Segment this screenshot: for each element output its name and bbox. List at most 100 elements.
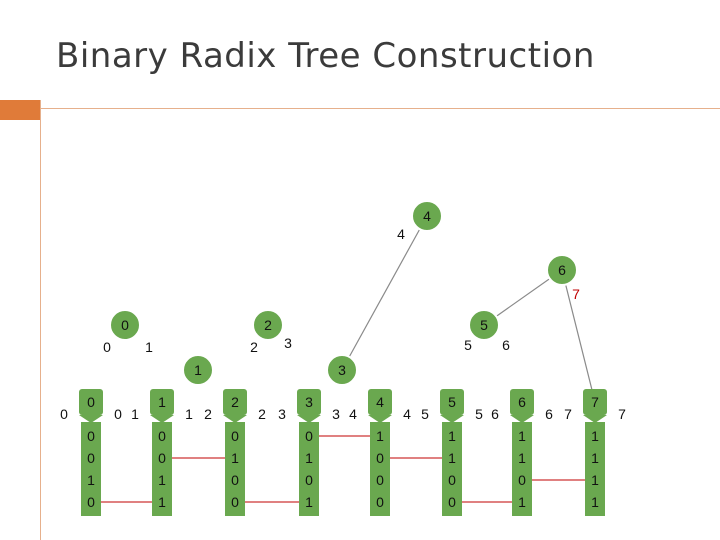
leaf-bit: 0 — [158, 428, 166, 444]
leaf-key-label: 5 — [448, 394, 456, 410]
leaf-bit: 1 — [518, 494, 526, 510]
leaf-bit: 0 — [158, 450, 166, 466]
leaf-key-label: 0 — [87, 394, 95, 410]
tree-edge — [561, 269, 596, 403]
leaf-key-label: 4 — [376, 394, 384, 410]
leaf-key-box — [368, 389, 392, 415]
leaf-bit: 1 — [518, 428, 526, 444]
leaf-range-right: 3 — [332, 406, 340, 422]
leaf-bit: 1 — [448, 428, 456, 444]
leaf-bit: 0 — [87, 450, 95, 466]
leaf-bit: 1 — [591, 494, 599, 510]
leaf-bit: 1 — [158, 472, 166, 488]
leaf-key-pointer — [223, 415, 247, 423]
internal-node-5 — [468, 309, 500, 341]
leaf-links-layer — [101, 435, 585, 503]
leaf-key-pointer — [150, 415, 174, 423]
leaf-key-label: 1 — [158, 394, 166, 410]
leaf-key-box — [583, 389, 607, 415]
leaf-bit-column — [225, 422, 245, 516]
leaf-range-right: 0 — [114, 406, 122, 422]
leaf-bit: 0 — [87, 494, 95, 510]
internal-node-key: 5 — [480, 317, 488, 333]
internal-node-key: 3 — [338, 362, 346, 378]
leaf-bit: 0 — [376, 494, 384, 510]
left-vertical-rule — [40, 100, 41, 540]
leaf-range-right: 1 — [185, 406, 193, 422]
leaf-bit: 0 — [448, 472, 456, 488]
internal-node-key: 1 — [194, 362, 202, 378]
leaf-range-left: 3 — [278, 406, 286, 422]
node-range-right: 7 — [572, 286, 580, 302]
tree-edge — [341, 215, 428, 371]
leaf-key-box — [440, 389, 464, 415]
leaf-key-box — [79, 389, 103, 415]
leaf-range-right: 7 — [618, 406, 626, 422]
node-range-right: 1 — [145, 339, 153, 355]
leaf-range-left: 0 — [60, 406, 68, 422]
leaf-range-left: 6 — [491, 406, 499, 422]
title-accent-bar — [0, 100, 40, 120]
internal-node-4 — [411, 200, 443, 232]
node-range-left: 2 — [250, 339, 258, 355]
leaf-bit: 1 — [591, 450, 599, 466]
leaf-key-label: 6 — [518, 394, 526, 410]
leaf-range-right: 6 — [545, 406, 553, 422]
leaf-bit: 0 — [231, 472, 239, 488]
leaf-range-left: 2 — [204, 406, 212, 422]
leaf-bit: 0 — [376, 450, 384, 466]
leaf-range-right: 4 — [403, 406, 411, 422]
leaf-key-box — [510, 389, 534, 415]
leaf-bit: 1 — [518, 450, 526, 466]
leaf-range-right: 2 — [258, 406, 266, 422]
leaf-bit: 1 — [591, 428, 599, 444]
leaf-bit: 1 — [158, 494, 166, 510]
internal-node-6 — [546, 254, 578, 286]
leaf-bit: 0 — [87, 428, 95, 444]
title-underline — [40, 108, 720, 109]
node-range-left: 5 — [464, 337, 472, 353]
leaf-bit-column — [370, 422, 390, 516]
internal-node-2 — [252, 309, 284, 341]
leaf-bit: 0 — [305, 472, 313, 488]
leaf-bit: 0 — [231, 428, 239, 444]
leaf-bit-column — [299, 422, 319, 516]
leaf-bit: 1 — [305, 450, 313, 466]
internal-node-key: 2 — [264, 317, 272, 333]
leaf-bit: 0 — [376, 472, 384, 488]
leaf-key-label: 7 — [591, 394, 599, 410]
leaf-bit: 1 — [231, 450, 239, 466]
leaf-range-left: 7 — [564, 406, 572, 422]
leaf-bit-column — [442, 422, 462, 516]
leaf-key-pointer — [368, 415, 392, 423]
internal-node-key: 6 — [558, 262, 566, 278]
internal-node-1 — [182, 354, 214, 386]
leaf-key-pointer — [583, 415, 607, 423]
node-range-right: 3 — [284, 335, 292, 351]
leaf-range-left: 4 — [349, 406, 357, 422]
leaf-key-pointer — [510, 415, 534, 423]
leaf-bit: 0 — [231, 494, 239, 510]
leaf-bit: 1 — [591, 472, 599, 488]
leaf-bit-column — [81, 422, 101, 516]
leaf-key-label: 2 — [231, 394, 239, 410]
leaf-bit: 1 — [305, 494, 313, 510]
internal-node-key: 0 — [121, 317, 129, 333]
leaf-key-box — [297, 389, 321, 415]
leaf-key-label: 3 — [305, 394, 313, 410]
leaf-bit: 1 — [87, 472, 95, 488]
leaf-key-pointer — [79, 415, 103, 423]
node-range-left: 0 — [103, 339, 111, 355]
leaf-bit: 1 — [448, 450, 456, 466]
leaf-key-box — [223, 389, 247, 415]
leaf-bit: 0 — [448, 494, 456, 510]
slide-title: Binary Radix Tree Construction — [56, 36, 595, 76]
node-range-left: 4 — [397, 226, 405, 242]
leaf-bit: 1 — [376, 428, 384, 444]
leaf-range-left: 1 — [131, 406, 139, 422]
leaf-bit: 0 — [518, 472, 526, 488]
leaf-key-pointer — [440, 415, 464, 423]
edges-layer — [341, 215, 596, 403]
